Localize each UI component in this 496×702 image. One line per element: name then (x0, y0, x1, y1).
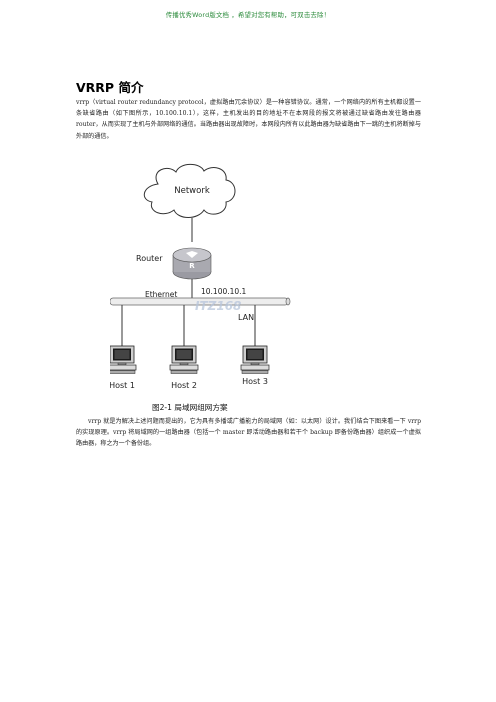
svg-text:R: R (189, 262, 195, 270)
page-title: VRRP 简介 (76, 80, 144, 95)
router-icon: R (172, 247, 212, 280)
vrrp-paragraph: vrrp 就是为解决上述问题而提出的，它为具有多播或广播能力的局域网（如：以太网… (76, 418, 421, 448)
network-cloud: Network (143, 163, 236, 218)
host-1-label: Host 1 (110, 381, 135, 390)
lan-label: LAN (238, 313, 254, 322)
host-3-label: Host 3 (242, 377, 268, 386)
network-diagram: Network R Router 10.100.10.1 Ethernet LA… (110, 163, 291, 390)
figure-caption: 图2-1 局域网组网方案 (152, 403, 228, 412)
ethernet-bus (110, 297, 291, 306)
router-ip-label: 10.100.10.1 (201, 287, 247, 296)
watermark: ITZ168 (195, 299, 241, 313)
host-2-label: Host 2 (171, 381, 197, 390)
router-label: Router (136, 254, 163, 263)
ethernet-label: Ethernet (145, 290, 177, 299)
host-1-computer-icon (110, 345, 137, 374)
network-label: Network (174, 186, 210, 196)
host-2-computer-icon (169, 345, 199, 374)
intro-paragraph: vrrp（virtual router redundancy protocol，… (76, 99, 421, 140)
header-note: 传播优秀Word版文档 ，希望对您有帮助，可双击去除！ (165, 11, 331, 19)
host-3-computer-icon (240, 345, 270, 374)
